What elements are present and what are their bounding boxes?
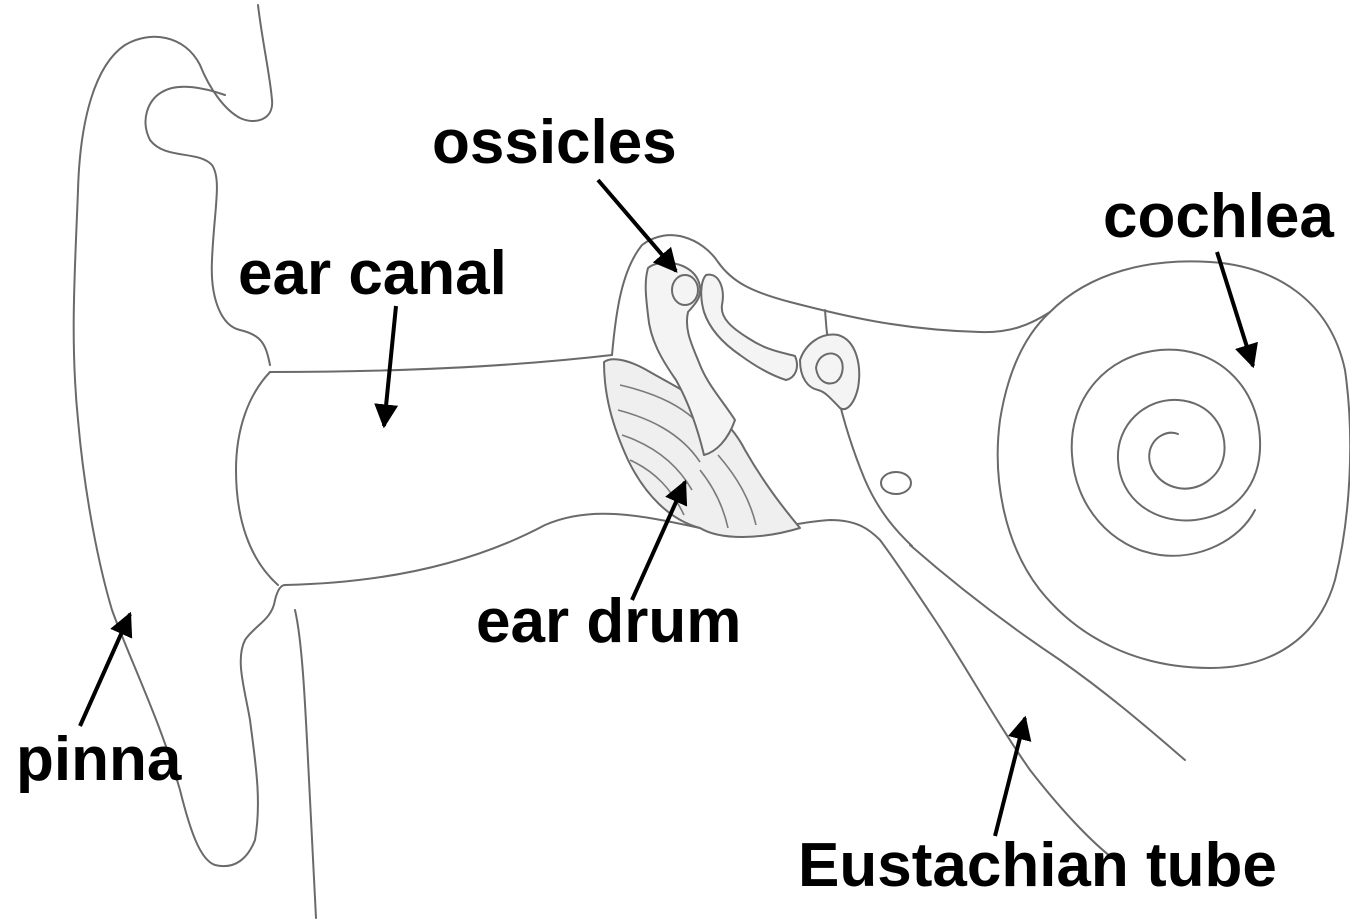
- eustachian-tube-label: Eustachian tube: [798, 831, 1277, 900]
- ossicles-arrow: [598, 180, 676, 271]
- cochlea-shape: [998, 261, 1350, 668]
- ear-drum-label: ear drum: [476, 587, 741, 656]
- pinna-label: pinna: [16, 725, 182, 794]
- cochlea-arrow: [1217, 252, 1253, 366]
- cochlea-label: cochlea: [1103, 182, 1334, 251]
- ear-canal-label: ear canal: [238, 239, 507, 308]
- ear-canal-arrow: [384, 306, 396, 426]
- pinna-arrow: [80, 614, 130, 726]
- ossicles-label: ossicles: [432, 108, 677, 177]
- eustachian-tube-arrow: [995, 718, 1025, 836]
- middle-ear-cavity: [612, 235, 1185, 860]
